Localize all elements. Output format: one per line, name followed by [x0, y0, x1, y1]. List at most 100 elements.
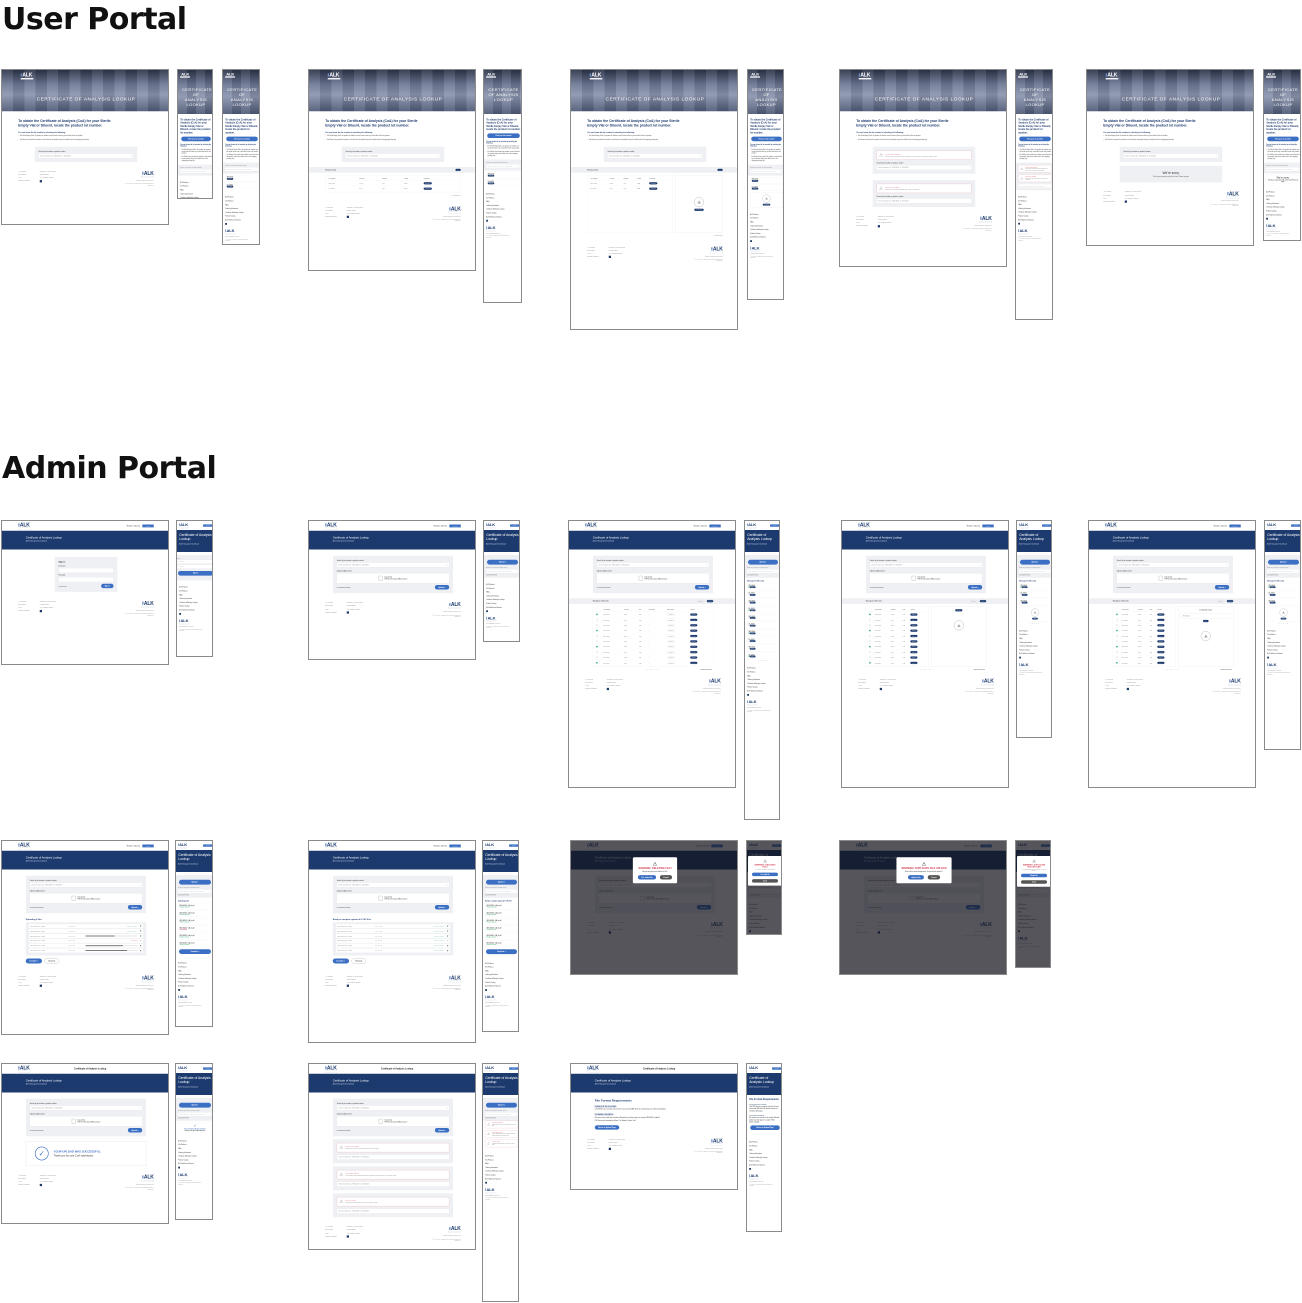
- alk-logo[interactable]: ALK: [747, 700, 758, 706]
- footer-link[interactable]: Product Catalog: [178, 981, 189, 983]
- footer-link[interactable]: Ordering Information: [587, 255, 599, 258]
- search-input[interactable]: Enter lot number (ex. "SEV-00000" or "DI…: [876, 165, 972, 170]
- footer-link[interactable]: ALK Products: [18, 1174, 26, 1176]
- result-card[interactable]: SEV-00000Edit File: [1019, 598, 1051, 605]
- sign-out-button[interactable]: Sign Out: [203, 1067, 212, 1070]
- legal-links[interactable]: Terms & Conditions | Privacy Policy: [178, 1179, 193, 1181]
- linkedin-icon[interactable]: in: [606, 687, 609, 691]
- footer-link[interactable]: ALK Products: [858, 678, 866, 680]
- edit-file-button[interactable]: Edit File: [690, 640, 698, 643]
- footer-link[interactable]: Certificate of Analysis Lookup: [346, 1226, 364, 1228]
- row-checkbox[interactable]: [869, 629, 871, 632]
- edit-file-button[interactable]: Edit File: [910, 634, 918, 638]
- footer-link[interactable]: FAQs: [180, 189, 184, 191]
- footer-link[interactable]: Product Catalog: [608, 249, 618, 251]
- linkedin-icon[interactable]: in: [877, 225, 880, 228]
- linkedin-icon[interactable]: in: [39, 180, 42, 183]
- footer-link[interactable]: FAQs: [325, 981, 329, 983]
- complete-upload-button[interactable]: Complete ⇪: [179, 949, 211, 954]
- edit-file-button[interactable]: Edit File: [1269, 601, 1276, 604]
- footer-link[interactable]: ALK Products: [325, 602, 333, 604]
- alk-logo[interactable]: ALK: [1266, 523, 1277, 529]
- footer-link[interactable]: ALK Products: [486, 193, 495, 195]
- footer-link[interactable]: ALK Healthcare Network: [1266, 213, 1282, 216]
- row-checkbox[interactable]: [869, 640, 871, 642]
- find-lot-button[interactable]: Find your lot number: [1019, 136, 1051, 142]
- format-requirements-link[interactable]: File format requirements: [485, 1117, 496, 1119]
- footer-link[interactable]: Site Products: [585, 681, 593, 683]
- alk-logo[interactable]: ALK: [587, 1065, 600, 1073]
- footer-link[interactable]: ALK Products: [325, 206, 333, 208]
- alk-logo[interactable]: ALK: [589, 73, 603, 80]
- search-input[interactable]: Enter lot number (ex. "SEV-00000" or "DI…: [1116, 562, 1230, 568]
- linkedin-icon[interactable]: in: [1018, 222, 1020, 225]
- legal-links[interactable]: Terms & Conditions | Privacy Policy: [136, 984, 154, 986]
- download-button[interactable]: Download: [649, 187, 658, 190]
- edit-file-button[interactable]: Edit File: [910, 656, 918, 659]
- result-card[interactable]: SEV-00000Download: [750, 176, 783, 184]
- cancel-button[interactable]: Cancel: [927, 875, 941, 880]
- edit-file-button[interactable]: Edit File: [690, 629, 698, 632]
- edit-file-button[interactable]: Edit File: [1157, 618, 1165, 621]
- remove-file-icon[interactable]: 🗑: [446, 949, 449, 952]
- linkedin-icon[interactable]: in: [1266, 217, 1268, 220]
- row-checkbox[interactable]: [596, 661, 598, 664]
- footer-link[interactable]: Certificate of Analysis Lookup: [1019, 645, 1038, 647]
- search-input[interactable]: Enter lot number (ex. "SEV-00000" or "DI…: [747, 569, 779, 574]
- format-requirements-link[interactable]: File format requirements: [869, 586, 884, 588]
- remove-file-icon[interactable]: ▲: [140, 940, 142, 942]
- edit-file-button[interactable]: Edit File: [1021, 586, 1028, 589]
- footer-link[interactable]: FAQs: [325, 212, 329, 214]
- footer-link[interactable]: ALK Healthcare Network: [346, 1232, 361, 1234]
- footer-link[interactable]: FAQs: [179, 594, 183, 596]
- footer-link[interactable]: Site Products: [750, 217, 759, 219]
- linkedin-icon[interactable]: in: [750, 240, 752, 242]
- footer-link[interactable]: ALK Products: [18, 600, 26, 602]
- search-input[interactable]: Enter lot number (ex. "SEV-00000" or "DI…: [485, 1112, 518, 1117]
- legal-links[interactable]: Terms & Conditions | Privacy Policy: [749, 1181, 764, 1182]
- search-input[interactable]: Enter lot number (ex. "SEV-00000" or "DI…: [180, 169, 212, 174]
- footer-link[interactable]: ALK Healthcare Network: [879, 684, 894, 687]
- footer-link[interactable]: ALK Healthcare Network: [346, 981, 361, 983]
- edit-file-button[interactable]: Edit File: [1157, 629, 1165, 632]
- search-input[interactable]: Enter lot number (ex. "SEV-00000" or "DI…: [596, 562, 710, 568]
- row-checkbox[interactable]: [869, 661, 871, 664]
- linkedin-icon[interactable]: in: [1124, 200, 1127, 203]
- alk-logo[interactable]: ALK: [485, 1188, 496, 1194]
- footer-link[interactable]: Certificate of Analysis Lookup: [178, 977, 197, 980]
- footer-link[interactable]: Product Catalog: [39, 173, 49, 176]
- footer-link[interactable]: Product Catalog: [39, 978, 49, 980]
- footer-link[interactable]: FAQs: [178, 970, 182, 972]
- footer-link[interactable]: Certificate of Analysis Lookup: [39, 1174, 57, 1176]
- edit-file-button[interactable]: Edit File: [955, 609, 963, 612]
- linkedin-icon[interactable]: in: [1126, 687, 1129, 691]
- row-checkbox[interactable]: [869, 613, 871, 616]
- footer-link[interactable]: Certificate of Analysis Lookup: [1267, 645, 1286, 647]
- format-requirements-link[interactable]: File format requirements: [596, 586, 611, 588]
- edit-file-button[interactable]: Edit File: [749, 655, 756, 658]
- search-icon[interactable]: ⌕: [256, 168, 258, 171]
- row-checkbox[interactable]: [1116, 613, 1118, 616]
- document-icon[interactable]: 📄: [648, 619, 651, 621]
- download-button[interactable]: Download: [226, 185, 234, 188]
- search-input[interactable]: Enter lot number (ex. "SEV-00000" or "DI…: [1019, 569, 1051, 574]
- edit-file-button[interactable]: Edit File: [1157, 624, 1165, 627]
- row-checkbox[interactable]: [748, 655, 750, 657]
- footer-link[interactable]: Product Catalog: [747, 686, 758, 688]
- footer-link[interactable]: ALK Healthcare Network: [178, 985, 194, 987]
- result-card[interactable]: SEV-00000Edit File: [747, 644, 779, 652]
- footer-link[interactable]: ALK Healthcare Network: [346, 608, 361, 610]
- footer-link[interactable]: FAQs: [749, 1149, 753, 1151]
- legal-links[interactable]: Terms & Conditions | Privacy Policy: [1221, 200, 1239, 202]
- linkedin-icon[interactable]: in: [1019, 656, 1021, 659]
- edit-file-button[interactable]: Edit File: [690, 624, 698, 627]
- download-button[interactable]: Download: [226, 177, 234, 180]
- alk-logo[interactable]: ALK: [1267, 662, 1278, 669]
- confirm-button[interactable]: Replace file: [907, 875, 924, 880]
